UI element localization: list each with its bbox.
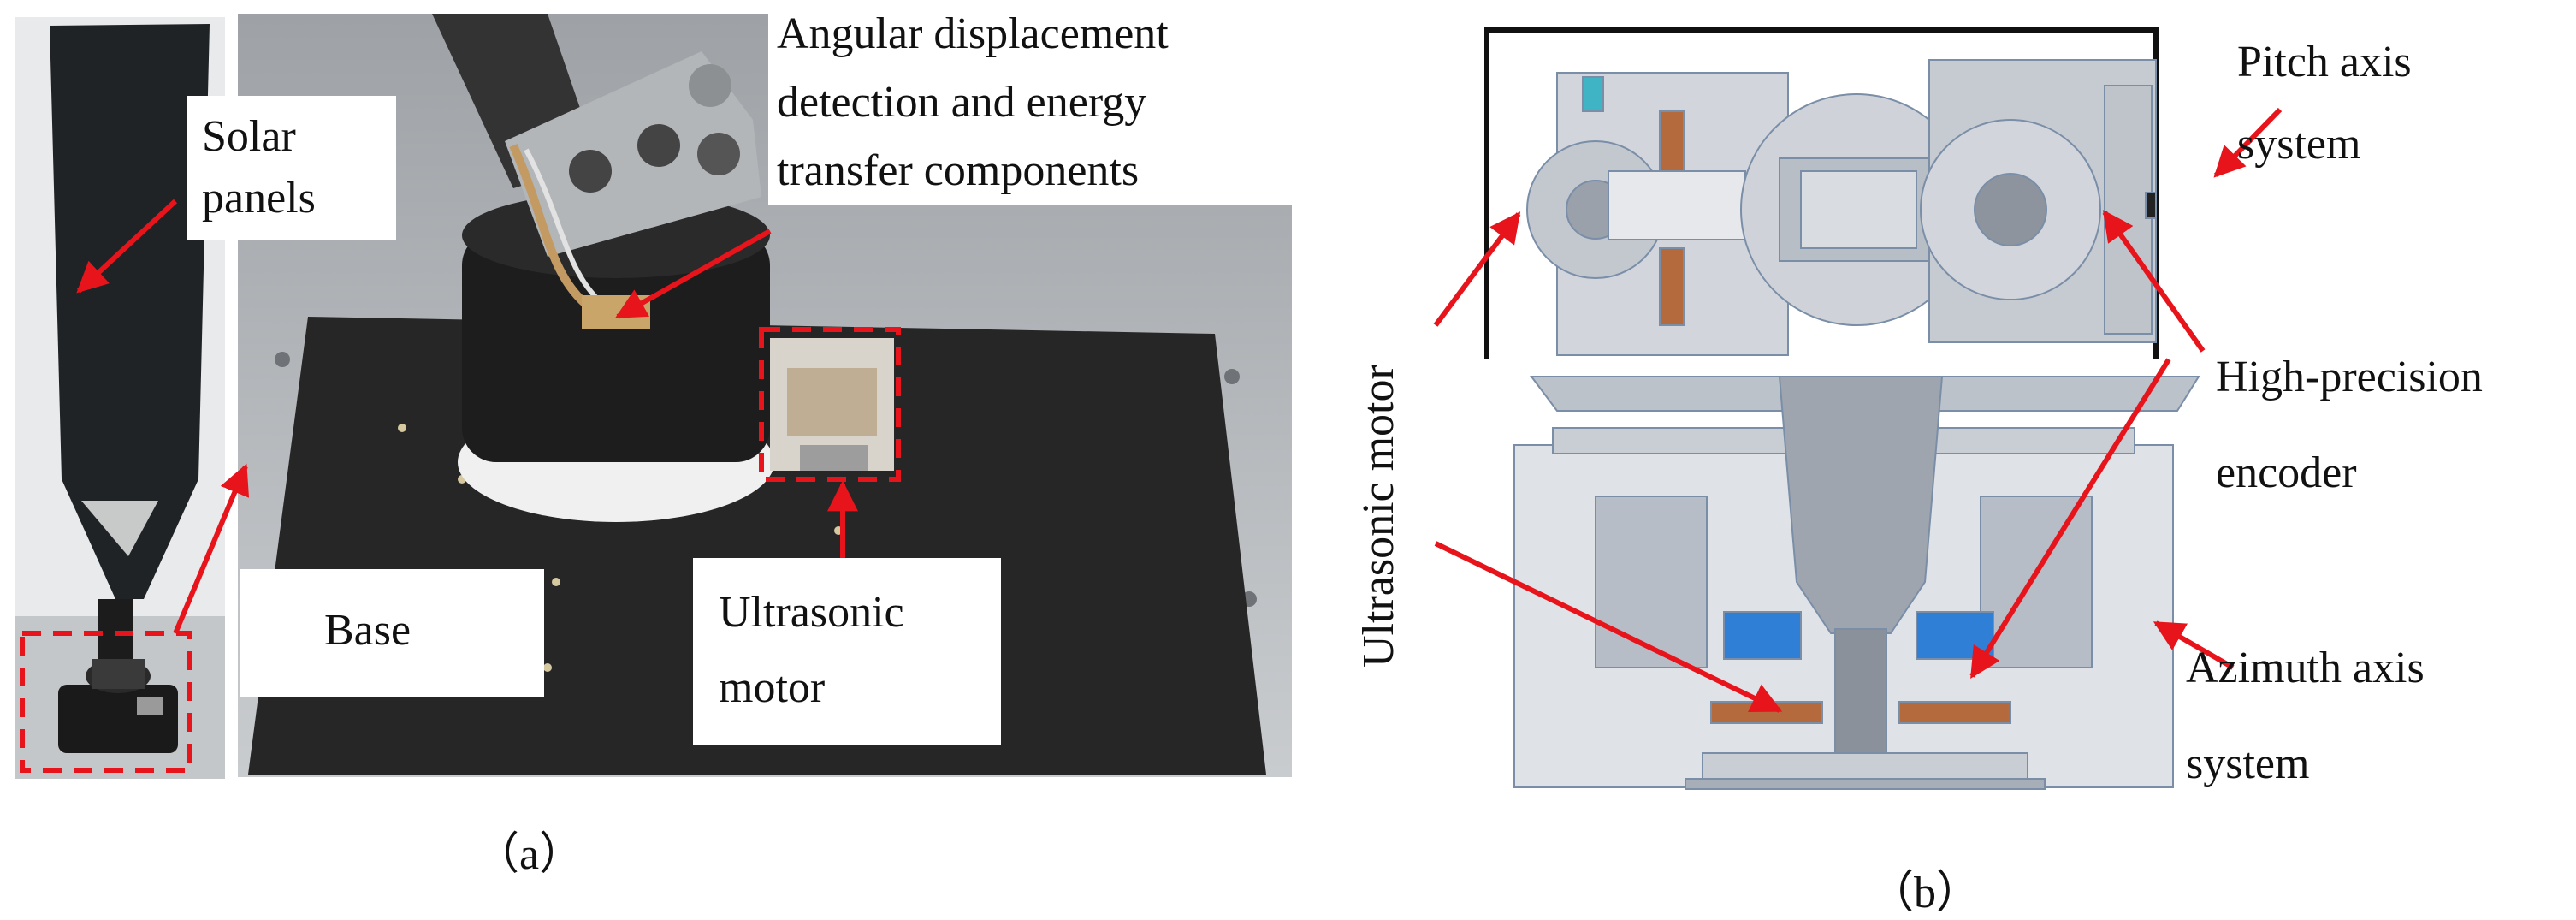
label-azimuth-line2: system xyxy=(2186,739,2310,788)
caption-a: （a） xyxy=(475,830,584,879)
pitch-axis-assembly xyxy=(1526,59,2157,356)
label-solar-line2: panels xyxy=(202,174,316,223)
label-ultrasonic-motor-a: Ultrasonic motor xyxy=(693,558,1001,745)
label-base: Base xyxy=(240,569,544,697)
label-motor-line2: motor xyxy=(719,663,826,712)
label-pitch-line2: system xyxy=(2237,120,2361,169)
label-motor-line1: Ultrasonic xyxy=(719,588,904,637)
arrow-pitch xyxy=(2213,107,2283,178)
motor-dashed-box xyxy=(759,327,901,482)
label-solar-line1: Solar xyxy=(202,112,296,161)
caption-b: （b） xyxy=(1869,869,1981,917)
label-base-text: Base xyxy=(324,606,412,655)
label-angular-line2: detection and energy xyxy=(777,78,1147,127)
label-angular-line1: Angular displacement xyxy=(777,9,1169,58)
label-ultrasonic-motor-b: Ultrasonic motor xyxy=(1354,365,1403,668)
panel-a-arrows xyxy=(76,199,858,635)
label-pitch-line1: Pitch axis xyxy=(2237,38,2412,86)
label-pitch-axis: Pitch axis system xyxy=(2237,21,2412,186)
arrow-solar-to-closeup xyxy=(173,463,250,635)
label-encoder-line2: encoder xyxy=(2216,448,2357,497)
label-angular-line3: transfer components xyxy=(777,146,1140,195)
arrow-encoder-upper xyxy=(2102,210,2206,353)
solar-base-dashed-box xyxy=(20,631,192,773)
label-high-precision-encoder: High-precision encoder xyxy=(2216,329,2483,521)
arrow-solar xyxy=(76,199,178,294)
arrow-encoder-lower xyxy=(1969,358,2171,680)
arrow-motor-lower xyxy=(1434,541,1783,713)
azimuth-axis-assembly xyxy=(1513,376,2174,790)
label-azimuth-axis: Azimuth axis system xyxy=(2186,620,2425,812)
panel-b-cad: Ultrasonic motor xyxy=(1354,27,2283,790)
panel-b-arrows xyxy=(1433,107,2283,713)
label-angular-displacement: Angular displacement detection and energ… xyxy=(768,0,1307,205)
arrow-motor-upper xyxy=(1433,211,1521,327)
label-encoder-line1: High-precision xyxy=(2216,353,2483,401)
arrow-angular xyxy=(614,229,772,319)
label-solar-panels: Solar panels xyxy=(187,96,396,240)
arrow-azimuth xyxy=(2153,620,2235,670)
panel-a-photo xyxy=(15,14,1292,779)
label-azimuth-line1: Azimuth axis xyxy=(2186,644,2425,692)
